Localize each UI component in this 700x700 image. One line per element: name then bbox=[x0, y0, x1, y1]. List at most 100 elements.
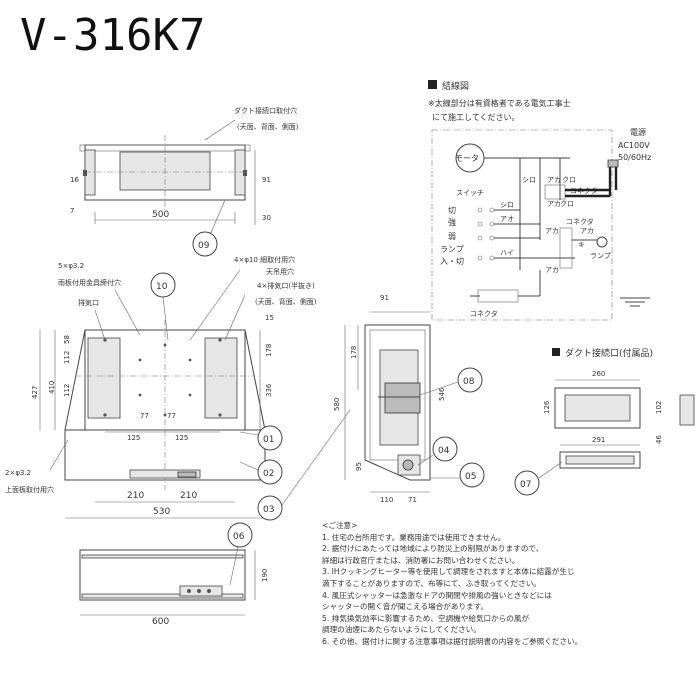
svg-text:02: 02 bbox=[263, 469, 274, 479]
duct-mount-hole-label: ダクト接続口取付穴 bbox=[234, 106, 297, 115]
notes-title: <ご注意> bbox=[322, 521, 358, 530]
front-view: ダクト接続口取付穴 (天面、背面、側面) 500 16 7 91 30 09 bbox=[70, 106, 299, 257]
callout-08 bbox=[457, 367, 483, 393]
dim-336: 336 bbox=[265, 383, 273, 397]
power-freq: 50/60Hz bbox=[618, 153, 651, 162]
note-line-5: 滴下することがありますので、布等にて、ふき取ってください。 bbox=[322, 578, 541, 588]
dim-410: 410 bbox=[48, 381, 56, 394]
hole-4-label: 4×φ10 細取付用穴 bbox=[234, 255, 295, 264]
svg-text:03: 03 bbox=[263, 505, 274, 515]
wire-kuro-2: クロ bbox=[560, 200, 574, 208]
lamp-onoff-label: 入・切 bbox=[440, 257, 464, 266]
dim-210b: 210 bbox=[180, 491, 197, 501]
svg-text:05: 05 bbox=[465, 472, 476, 482]
side-view: 91 580 178 546 95 110 71 08 04 05 bbox=[333, 294, 485, 504]
dim-side-178: 178 bbox=[350, 346, 358, 359]
duct-connector: ダクト接続口(付属品) 260 126 102 291 46 07 bbox=[514, 347, 695, 496]
svg-text:09: 09 bbox=[198, 241, 210, 251]
dim-530: 530 bbox=[153, 507, 170, 517]
lamp-symbol bbox=[596, 236, 608, 248]
note-line-7: シャッターの開く音が聞こえる場合があります。 bbox=[322, 602, 489, 612]
dim-600: 600 bbox=[152, 617, 169, 627]
exhaust-left bbox=[87, 337, 121, 419]
wiring-diagram: 結線図 ※太線部分は有資格者である電気工事士 にて施工してください。 電源 AC… bbox=[428, 80, 651, 321]
weak-label: 弱 bbox=[448, 232, 456, 241]
duct-marker bbox=[552, 348, 560, 356]
wiring-title: 結線図 bbox=[442, 80, 469, 92]
hole-2-label: 2×φ3.2 bbox=[5, 469, 31, 477]
dim-427: 427 bbox=[31, 386, 39, 399]
svg-text:08: 08 bbox=[463, 377, 475, 387]
callout-04 bbox=[432, 436, 458, 462]
wiring-note1: ※太線部分は有資格者である電気工事士 bbox=[428, 98, 571, 108]
dim-16: 16 bbox=[70, 176, 79, 184]
callout-02 bbox=[257, 459, 283, 485]
svg-text:07: 07 bbox=[520, 480, 531, 490]
wire-kuro-1: クロ bbox=[562, 176, 576, 184]
lamp-label: ランプ bbox=[590, 252, 611, 260]
svg-text:01: 01 bbox=[263, 435, 274, 445]
dim-260: 260 bbox=[592, 370, 605, 378]
dim-58: 58 bbox=[63, 335, 71, 344]
callout-09 bbox=[192, 231, 218, 257]
dim-77a: 77 bbox=[140, 412, 149, 420]
dim-112a: 112 bbox=[63, 351, 71, 364]
dim-580: 580 bbox=[333, 398, 341, 411]
wire-hai: ハイ bbox=[500, 249, 514, 257]
power-voltage: AC100V bbox=[618, 141, 650, 150]
note-line-6: 4. 風圧式シャッターは急激なドアの開閉や排風の強いときなどには bbox=[322, 590, 552, 600]
dim-71: 71 bbox=[408, 496, 417, 504]
dim-91: 91 bbox=[262, 176, 271, 184]
dim-190: 190 bbox=[261, 569, 269, 582]
wire-aka-5: アカ bbox=[545, 266, 559, 274]
wiring-marker bbox=[428, 80, 437, 89]
callout-06 bbox=[227, 522, 253, 548]
dim-125b: 125 bbox=[175, 434, 188, 442]
exhaust-half-desc: (天面、背面、側面) bbox=[255, 297, 317, 306]
dim-178: 178 bbox=[265, 344, 273, 357]
wire-ao: アオ bbox=[500, 215, 514, 223]
dim-7: 7 bbox=[70, 207, 74, 215]
hole-5-label: 5×φ3.2 bbox=[58, 262, 84, 270]
note-line-9: 調理の油煙にあたらないようにしてください。 bbox=[322, 625, 481, 635]
exhaust-half-label: 4×排気口(半抜き) bbox=[257, 281, 315, 290]
connector-3: コネクタ bbox=[470, 309, 498, 318]
power-label: 電源 bbox=[630, 128, 646, 137]
exhaust-right bbox=[204, 337, 238, 419]
wire-shiro-1: シロ bbox=[522, 176, 536, 184]
callout-03 bbox=[257, 495, 283, 521]
model-title: V-316K7 bbox=[20, 10, 205, 61]
note-line-1: 1. 住宅の台所用です。業務用途では使用できません。 bbox=[322, 532, 506, 542]
cut-label: 切 bbox=[448, 206, 456, 215]
exhaust-label: 排気口 bbox=[78, 298, 99, 307]
dim-126: 126 bbox=[543, 400, 551, 414]
top-view: 5×φ3.2 雨板付用金具締付穴 排気口 4×φ10 細取付用穴 天吊用穴 4×… bbox=[5, 255, 351, 521]
note-line-8: 5. 排気換気効率に影響するため、空調機や給気口からの風が bbox=[322, 613, 530, 623]
wire-aka-1: アカ bbox=[547, 176, 561, 184]
connector-2: コネクタ bbox=[566, 217, 594, 226]
callout-05 bbox=[459, 462, 485, 488]
dim-210a: 210 bbox=[127, 491, 144, 501]
callout-07 bbox=[514, 470, 540, 496]
callout-01 bbox=[257, 425, 283, 451]
dim-500: 500 bbox=[152, 210, 169, 220]
dim-110: 110 bbox=[380, 496, 393, 504]
dim-546: 546 bbox=[438, 387, 446, 401]
dim-15: 15 bbox=[265, 314, 274, 322]
lamp-switch-label: ランプ bbox=[440, 245, 464, 254]
hole-5-desc: 雨板付用金具締付穴 bbox=[58, 278, 121, 287]
wire-aka-4: アカ bbox=[580, 227, 594, 235]
dim-125a: 125 bbox=[127, 434, 140, 442]
wiring-note2: にて施工してください。 bbox=[432, 112, 520, 122]
motor-label: モータ bbox=[455, 154, 479, 163]
hole-2-desc: 上面板取付用穴 bbox=[5, 485, 54, 494]
svg-text:04: 04 bbox=[438, 446, 450, 456]
note-line-10: 6. その他、据付けに関する注意事項は据付説明書の内容をご参照ください。 bbox=[322, 636, 583, 646]
svg-text:06: 06 bbox=[233, 532, 245, 542]
switch-label: スイッチ bbox=[456, 189, 484, 197]
dim-side-91: 91 bbox=[380, 294, 389, 302]
dim-46: 46 bbox=[655, 435, 663, 444]
hole-4-desc: 天吊用穴 bbox=[266, 267, 294, 276]
